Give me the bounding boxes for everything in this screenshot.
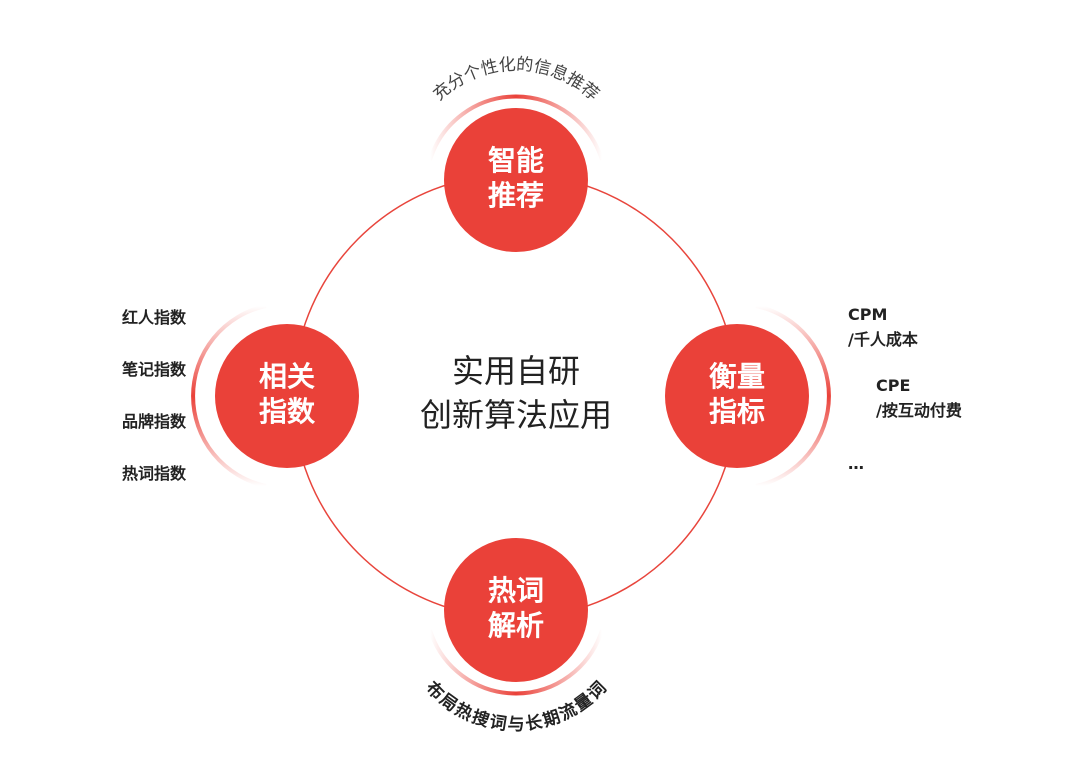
right-item-more: … — [848, 454, 864, 473]
node-right-line1: 衡量 — [709, 360, 765, 393]
svg-text:布局热搜词与长期流量词: 布局热搜词与长期流量词 — [421, 677, 610, 735]
center-title-line1: 实用自研 — [452, 352, 580, 390]
left-item: 品牌指数 — [121, 412, 186, 431]
node-top-line1: 智能 — [488, 144, 544, 177]
left-item: 笔记指数 — [121, 360, 186, 379]
node-left-line2: 指数 — [259, 395, 316, 428]
node-top-line2: 推荐 — [488, 179, 544, 212]
node-bottom — [444, 538, 588, 682]
left-item: 热词指数 — [121, 464, 186, 483]
right-arc — [755, 304, 831, 488]
left-item: 红人指数 — [121, 308, 186, 327]
right-item-cpe-desc: /按互动付费 — [876, 401, 962, 420]
node-top — [444, 108, 588, 252]
left-arc — [191, 304, 267, 488]
right-item-cpe: CPE — [876, 376, 911, 395]
node-right — [665, 324, 809, 468]
bottom-caption: 布局热搜词与长期流量词 — [421, 677, 610, 735]
node-left — [215, 324, 359, 468]
right-item-cpm: CPM — [848, 305, 888, 324]
center-title-line2: 创新算法应用 — [420, 396, 612, 434]
top-arc — [428, 94, 604, 161]
bottom-arc — [428, 629, 604, 696]
node-bottom-line2: 解析 — [488, 609, 544, 642]
right-item-cpm-desc: /千人成本 — [848, 330, 918, 349]
node-right-line2: 指标 — [709, 395, 765, 428]
node-bottom-line1: 热词 — [488, 574, 544, 607]
node-left-line1: 相关 — [259, 360, 315, 393]
